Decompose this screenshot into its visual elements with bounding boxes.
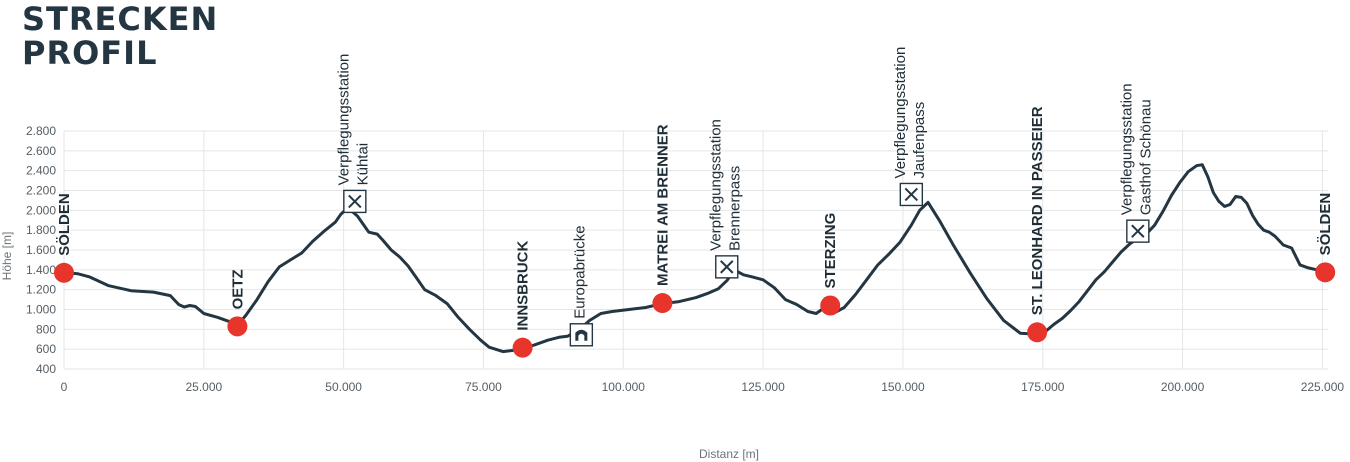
fork-shape (720, 260, 734, 274)
station-label: Europabrücke (571, 225, 588, 318)
place-label: SÖLDEN (1317, 193, 1334, 256)
fork-knife-icon (720, 260, 734, 274)
x-tick-label: 200.000 (1161, 380, 1205, 394)
bridge-shape (575, 329, 588, 341)
marker-dot (54, 262, 74, 283)
station-label: Kühtai (354, 143, 371, 186)
place-marker: ST. LEONHARD IN PASSEIER (1027, 106, 1048, 343)
fork-shape (348, 194, 362, 209)
x-tick-label: 50.000 (325, 380, 362, 394)
place-label: MATREI AM BRENNER (654, 124, 671, 286)
fork-knife-icon (904, 187, 919, 202)
y-tick-label: 2.600 (26, 144, 56, 158)
place-marker: SÖLDEN (1315, 193, 1336, 283)
place-label: INNSBRUCK (515, 241, 532, 331)
station-label: Gasthof Schönau (1137, 99, 1154, 215)
marker-dot (227, 316, 248, 337)
fork-knife-icon (348, 194, 362, 209)
x-axis-label: Distanz [m] (699, 447, 759, 461)
place-marker: OETZ (227, 269, 248, 337)
y-tick-label: 1.000 (26, 303, 56, 317)
y-axis-ticks: 400 600 800 1.000 1.200 1.400 1.600 1.800 2.000 2… (26, 124, 56, 376)
x-tick-label: 225.000 (1301, 380, 1345, 394)
x-tick-label: 75.000 (465, 380, 502, 394)
x-tick-label: 150.000 (881, 380, 925, 394)
x-tick-label: 25.000 (185, 380, 222, 394)
x-tick-label: 100.000 (602, 380, 646, 394)
station-box (569, 323, 594, 347)
x-tick-label: 175.000 (1021, 380, 1065, 394)
station-label: Verpflegungsstation (892, 47, 909, 179)
y-tick-label: 2.200 (26, 184, 56, 198)
marker-dot (652, 293, 673, 314)
fork-shape (1131, 224, 1145, 238)
x-tick-label: 125.000 (741, 380, 785, 394)
y-tick-label: 2.400 (26, 164, 56, 178)
x-tick-label: 0 (61, 380, 68, 394)
place-marker: INNSBRUCK (512, 241, 533, 358)
bridge-icon (575, 329, 588, 341)
y-tick-label: 1.800 (26, 223, 56, 237)
y-tick-label: 600 (36, 342, 56, 356)
station-label: Jaufenpass (911, 102, 928, 179)
x-axis-ticks: 0 25.000 50.000 75.000 100.000 125.000 150.000… (61, 380, 1345, 394)
y-tick-label: 800 (36, 322, 56, 336)
y-tick-label: 2.000 (26, 203, 56, 217)
place-markers: SÖLDEN OETZ INNSBRUCK MATREI AM BRENNER STER… (54, 106, 1336, 358)
y-axis-label: Höhe [m] (0, 232, 14, 281)
fork-shape (904, 187, 919, 202)
place-marker: STERZING (820, 213, 841, 316)
y-tick-label: 1.400 (26, 263, 56, 277)
y-tick-label: 2.800 (26, 124, 56, 138)
place-label: SÖLDEN (56, 193, 73, 256)
grid (63, 130, 1328, 370)
bridge-station: Europabrücke (569, 225, 594, 347)
place-marker: SÖLDEN (54, 193, 74, 283)
place-label: OETZ (229, 269, 246, 309)
y-tick-label: 400 (36, 362, 56, 376)
chart-title: STRECKEN PROFIL (22, 2, 218, 70)
marker-dot (1027, 322, 1048, 343)
marker-dot (820, 295, 841, 316)
station-label: Verpflegungsstation (1118, 83, 1135, 215)
fork-knife-icon (1131, 224, 1145, 238)
place-marker: MATREI AM BRENNER (652, 124, 673, 314)
title-line-2: PROFIL (22, 34, 158, 72)
marker-dot (1315, 262, 1336, 283)
title-line-1: STRECKEN (22, 0, 219, 38)
place-label: STERZING (822, 213, 839, 289)
y-tick-label: 1.600 (26, 243, 56, 257)
y-tick-label: 1.200 (26, 283, 56, 297)
elevation-line (62, 163, 1327, 354)
marker-dot (512, 337, 533, 358)
place-label: ST. LEONHARD IN PASSEIER (1029, 106, 1046, 315)
station-label: Verpflegungsstation (335, 54, 352, 186)
station-label: Brennerpass (726, 166, 743, 251)
station-label: Verpflegungsstation (707, 119, 724, 251)
